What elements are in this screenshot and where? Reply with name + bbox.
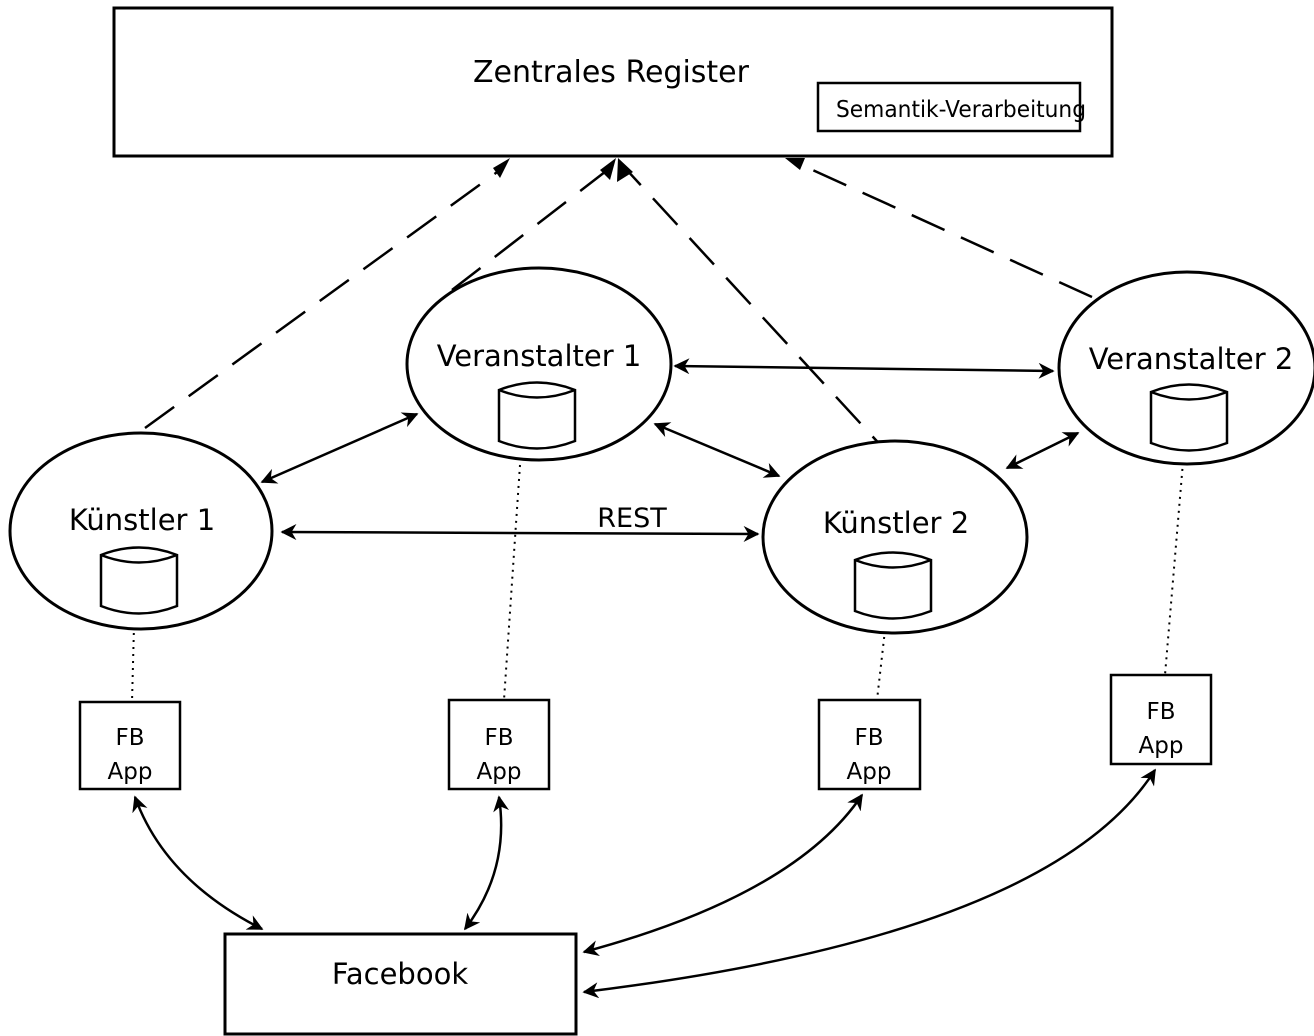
node-kuenstler1-label: Künstler 1 [69,503,215,537]
fb-app-line2: App [477,759,522,785]
link-fbapp2-facebook [464,795,510,931]
fb-app-line2: App [108,759,153,785]
semantic-processing-label: Semantik-Verarbeitung [836,97,1086,123]
fb-app-line2: App [1139,733,1184,759]
dashed-link-kuenstler2-registry [624,167,898,464]
database-icon [99,546,179,615]
link-fbapp4-facebook [582,768,1157,999]
link-fbapp3-facebook [582,793,864,956]
node-veranstalter1: Veranstalter 1 [405,266,673,462]
dashed-link-veranstalter2-registry [794,160,1093,299]
facebook-box [223,932,578,1036]
arrowhead [493,158,510,178]
fb-app-line2: App [847,759,892,785]
database-icon [853,551,933,620]
link-fbapp1-facebook [132,795,264,931]
node-kuenstler2-label: Künstler 2 [823,506,969,540]
fb-app-veranstalter2: FB App [1109,673,1213,766]
registry-title: Zentrales Register [473,55,750,90]
arrowhead [617,158,633,182]
dotted-link-kuenstler2-fbapp [876,629,886,701]
registry-links [144,158,1093,464]
facebook-label: Facebook [332,957,468,991]
fb-app-kuenstler2: FB App [817,698,922,791]
node-kuenstler1: Künstler 1 [8,431,274,631]
fb-app-veranstalter1: FB App [447,698,551,791]
facebook-links [132,768,1157,999]
arrowhead [785,158,805,170]
fb-app-kuenstler1: FB App [78,700,182,791]
fb-app-line1: FB [484,725,513,751]
dashed-link-veranstalter1-registry [451,167,611,291]
dotted-link-kuenstler1-fbapp [131,625,135,703]
database-icon [1149,383,1229,452]
dotted-link-veranstalter1-fbapp [503,464,521,701]
rest-link-kuenstler1-veranstalter1 [260,412,419,484]
node-veranstalter2-label: Veranstalter 2 [1089,342,1294,376]
fb-app-line1: FB [1146,699,1175,725]
fb-app-line1: FB [115,725,144,751]
node-veranstalter1-label: Veranstalter 1 [437,339,642,373]
dashed-link-kuenstler1-registry [144,168,501,430]
fb-app-line1: FB [854,725,883,751]
database-icon [497,381,577,450]
node-veranstalter2: Veranstalter 2 [1057,270,1314,466]
rest-link-kuenstler1-kuenstler2 [280,524,760,542]
rest-links [260,358,1080,542]
rest-link-veranstalter1-kuenstler2 [653,422,781,478]
rest-label: REST [597,503,667,534]
rest-link-veranstalter1-veranstalter2 [673,358,1055,379]
rest-link-kuenstler2-veranstalter2 [1005,431,1080,470]
node-kuenstler2: Künstler 2 [761,439,1029,635]
dotted-link-veranstalter2-fbapp [1164,461,1184,676]
arrowhead [600,158,616,180]
fb-app-connectors [131,461,1184,703]
semantic-processing-box [816,81,1082,133]
